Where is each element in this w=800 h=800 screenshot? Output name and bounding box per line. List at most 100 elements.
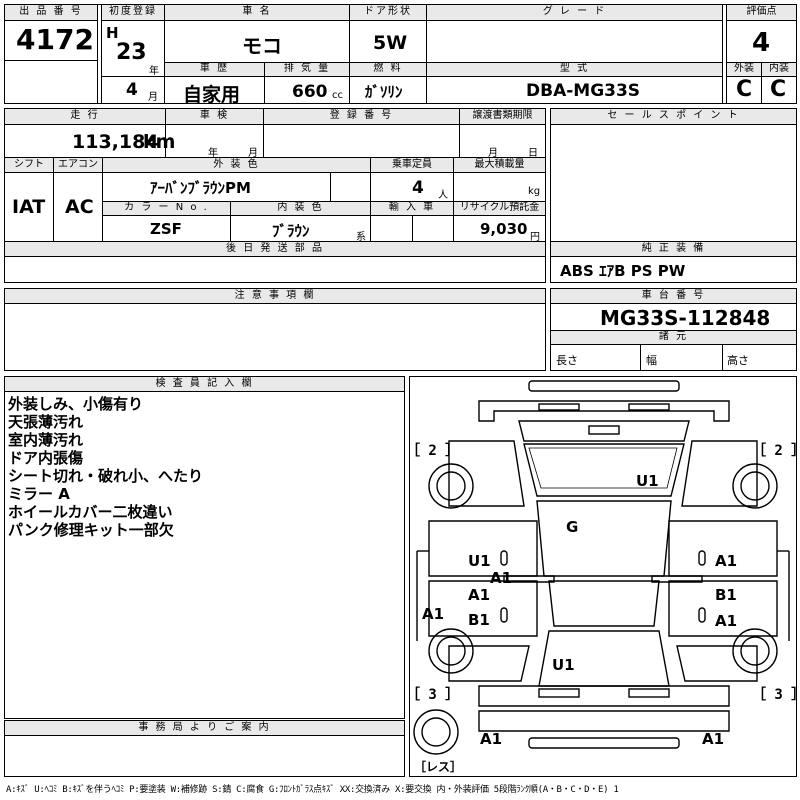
length-label: 長さ: [556, 354, 578, 367]
mark-windshield: G: [566, 518, 579, 536]
door-header: ドア形状: [350, 5, 426, 21]
kei-unit: 系: [356, 232, 366, 243]
person-unit: 人: [438, 190, 448, 201]
mark-rear-left: A1: [480, 730, 503, 748]
damage-legend: A:ｷｽﾞ U:ﾍｺﾐ B:ｷｽﾞを伴うﾍｺﾐ P:要塗装 W:補修跡 S:錆 …: [6, 785, 619, 795]
inspector-notes: 外装しみ、小傷有り 天張薄汚れ 室内薄汚れ ドア内張傷 シート切れ・破れ小、へた…: [8, 395, 203, 539]
year-value: 23: [116, 40, 147, 65]
interior-value: C: [770, 77, 787, 102]
caution-box: [4, 288, 546, 371]
car-diagram: [413, 380, 790, 755]
mileage-value: 113,184: [72, 131, 159, 153]
car-name-value: モコ: [242, 34, 282, 58]
sales-point-box: [550, 108, 797, 283]
note-line: 室内薄汚れ: [8, 431, 84, 449]
import-header: 輸 入 車: [371, 202, 453, 216]
tire-label-spare: ［レス］: [414, 760, 463, 774]
tire-label-rr: ［ 3 ］: [752, 687, 800, 703]
header-table: [4, 4, 797, 104]
ext-color-header: 外 装 色: [103, 158, 370, 173]
displacement-header: 排 気 量: [265, 63, 349, 77]
mark-right-rear-door2: A1: [715, 612, 738, 630]
note-line: シート切れ・破れ小、へたり: [8, 467, 204, 485]
score-header: 評価点: [727, 5, 796, 21]
note-line: ミラー A: [8, 485, 70, 503]
yen-unit: 円: [530, 232, 540, 243]
fuel-header: 燃 料: [350, 63, 426, 77]
history-value: 自家用: [183, 84, 241, 106]
month-value: 4: [126, 80, 138, 100]
color-no-header: カ ラ ー N o .: [103, 202, 230, 216]
km-unit: km: [143, 131, 176, 153]
mark-left-rear-door2: B1: [468, 611, 490, 629]
note-line: ホイールカバー二枚違い: [8, 503, 173, 521]
tire-label-fl: ［ 2 ］: [406, 443, 460, 459]
fuel-value: ｶﾞｿﾘﾝ: [365, 83, 403, 101]
ext-color-value: ｱｰﾊﾞﾝﾌﾞﾗｳﾝPM: [150, 179, 251, 197]
color-no-value: ZSF: [150, 220, 182, 238]
year-unit: 年: [149, 66, 159, 77]
note-line: ドア内張傷: [8, 449, 84, 467]
note-line: 外装しみ、小傷有り: [8, 395, 144, 413]
note-line: 天張薄汚れ: [8, 413, 84, 431]
mark-tailgate: U1: [552, 656, 575, 674]
max-load-header: 最大積載量: [454, 158, 545, 173]
transfer-month-unit: 月: [488, 148, 498, 159]
model-value: DBA-MG33S: [526, 81, 641, 101]
mark-right-front-door: A1: [715, 552, 738, 570]
inspector-box: [4, 376, 405, 719]
sales-point-header: セ ー ル ス ポ イ ン ト: [551, 109, 796, 125]
width-label: 幅: [646, 354, 657, 367]
mark-rear-right: A1: [702, 730, 725, 748]
mark-left-side: A1: [422, 605, 445, 623]
caution-header: 注 意 事 項 欄: [5, 289, 545, 304]
height-label: 高さ: [727, 354, 749, 367]
capacity-value: 4: [412, 178, 424, 198]
shift-value: IAT: [12, 196, 46, 218]
inspector-header: 検 査 員 記 入 欄: [5, 377, 404, 392]
office-box: [4, 720, 405, 777]
note-line: パンク修理キット一部欠: [8, 521, 174, 539]
mileage-header: 走 行: [5, 109, 165, 125]
mark-left-front-door2: A1: [490, 569, 513, 587]
tire-label-fr: ［ 2 ］: [752, 443, 800, 459]
genuine-equip-value: ABS ｴｱB PS PW: [560, 262, 686, 280]
int-color-header: 内 装 色: [231, 202, 370, 216]
shift-header: シフト: [5, 158, 53, 173]
specs-header: 諸 元: [551, 331, 796, 345]
lot-no-value: 4172: [16, 23, 94, 56]
era-value: H: [106, 24, 119, 42]
grade-header: グ レ ー ド: [427, 5, 722, 21]
mark-right-rear-door: B1: [715, 586, 737, 604]
office-header: 事 務 局 よ り ご 案 内: [5, 721, 404, 736]
recycle-value: 9,030: [480, 220, 528, 238]
model-header: 型 式: [427, 63, 722, 77]
recycle-header: リサイクル預託金: [454, 202, 545, 216]
ac-value: AC: [65, 196, 94, 218]
tire-label-rl: ［ 3 ］: [406, 687, 460, 703]
score-value: 4: [752, 28, 771, 58]
genuine-equip-header: 純 正 装 備: [551, 242, 796, 257]
chassis-value: MG33S-112848: [600, 306, 771, 330]
later-parts-header: 後 日 発 送 部 品: [5, 242, 545, 257]
ac-header: エアコン: [54, 158, 102, 173]
interior-header: 内装: [762, 63, 796, 77]
mark-left-rear-door: A1: [468, 586, 491, 604]
door-value: 5W: [373, 32, 408, 54]
vehicle-info-table: [4, 108, 546, 283]
kg-unit: kg: [528, 186, 541, 197]
car-diagram-box: [409, 376, 797, 777]
exterior-value: C: [736, 77, 753, 102]
car-name-header: 車 名: [165, 5, 349, 21]
reg-no-header: 登 録 番 号: [264, 109, 459, 125]
capacity-header: 乗車定員: [371, 158, 453, 173]
month-unit: 月: [148, 92, 158, 103]
chassis-box: [550, 288, 797, 371]
mark-roof: U1: [636, 472, 659, 490]
first-reg-header: 初度登録: [102, 5, 164, 21]
inspection-header: 車 検: [166, 109, 263, 125]
exterior-header: 外装: [727, 63, 761, 77]
insp-year-unit: 年: [208, 148, 218, 159]
insp-month-unit: 月: [248, 148, 258, 159]
transfer-header: 譲渡書類期限: [460, 109, 545, 125]
